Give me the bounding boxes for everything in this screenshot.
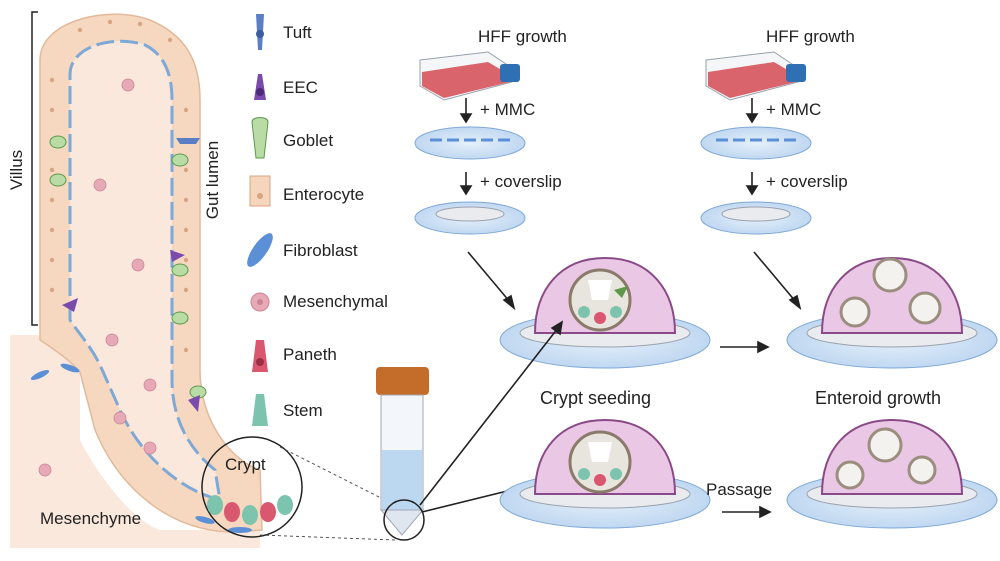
mesenchymal-cell-icon [250, 292, 270, 312]
arrow-mmc-2 [745, 98, 759, 124]
flask-icon-2 [705, 51, 806, 101]
villus-label: Villus [7, 150, 26, 190]
enteroid-growth-dish-bottom [786, 418, 998, 529]
arrow-mmc-1 [459, 98, 473, 124]
passage-label: Passage [706, 480, 772, 499]
legend-mesenchymal: Mesenchymal [283, 292, 388, 311]
legend-stem: Stem [283, 401, 323, 420]
arrow-passage [722, 505, 772, 519]
enterocyte-cell-icon [249, 175, 271, 207]
flask-icon-1 [419, 51, 520, 101]
arrow-seeding-to-enteroid [720, 340, 770, 354]
goblet-cells [49, 135, 207, 399]
dish-icon-1b [414, 201, 526, 235]
arrow-coverslip-1 [459, 172, 473, 196]
coverslip-label-2: + coverslip [766, 172, 848, 191]
dish-icon-2a [700, 126, 812, 160]
hff-growth-label-2: HFF growth [766, 27, 855, 46]
mmc-label-2: + MMC [766, 100, 821, 119]
tuft-cell-icon [256, 14, 264, 50]
paneth-cell-icon [252, 340, 268, 372]
eec-cells [62, 250, 200, 412]
enteroid-growth-label: Enteroid growth [815, 388, 941, 408]
crypt-seeding-label: Crypt seeding [540, 388, 651, 408]
cell-legend: Tuft EEC Goblet Enterocyte Fibroblast Me… [247, 14, 388, 426]
coverslip-label-1: + coverslip [480, 172, 562, 191]
crypt-cells [207, 495, 293, 525]
legend-enterocyte: Enterocyte [283, 185, 364, 204]
eec-cell-icon [254, 74, 266, 100]
goblet-cell-icon [251, 117, 269, 159]
dish-icon-2b [700, 201, 812, 235]
mesenchyme-label: Mesenchyme [40, 509, 141, 528]
villus-core [68, 39, 222, 503]
crypt-highlight [201, 436, 303, 538]
villus-tissue [10, 13, 263, 548]
crypt-seeding-dish [499, 256, 711, 369]
mesenchyme-region [10, 335, 260, 548]
dish-icon-1a [414, 126, 526, 160]
arrow-to-seeding [467, 251, 516, 311]
hff-growth-label-1: HFF growth [478, 27, 567, 46]
stem-cell-icon [252, 394, 268, 426]
enteroid-icon [839, 257, 942, 328]
gut-lumen-label: Gut lumen [203, 141, 222, 219]
crypt-callout-lines [259, 446, 396, 541]
crypt-seeding-dish-bottom [499, 418, 711, 529]
mmc-label-1: + MMC [480, 100, 535, 119]
arrow-coverslip-2 [745, 172, 759, 196]
tuft-cell [176, 138, 200, 144]
enteroid-icon-bottom [835, 427, 937, 490]
fibroblast-cell-icon [247, 233, 273, 267]
enteroid-growth-dish [786, 256, 998, 369]
legend-tuft: Tuft [283, 23, 312, 42]
legend-fibroblast: Fibroblast [283, 241, 358, 260]
fibroblast-cells [30, 363, 252, 533]
legend-goblet: Goblet [283, 131, 333, 150]
villus-bracket [31, 11, 38, 326]
arrow-to-enteroid [753, 251, 802, 311]
centrifuge-tube-icon [376, 367, 429, 541]
enterocyte-nuclei [49, 19, 189, 353]
legend-paneth: Paneth [283, 345, 337, 364]
mesenchymal-cells [38, 78, 157, 477]
arrow-tube-to-seeding-top [419, 320, 564, 506]
legend-eec: EEC [283, 78, 318, 97]
crypt-label: Crypt [225, 455, 266, 474]
